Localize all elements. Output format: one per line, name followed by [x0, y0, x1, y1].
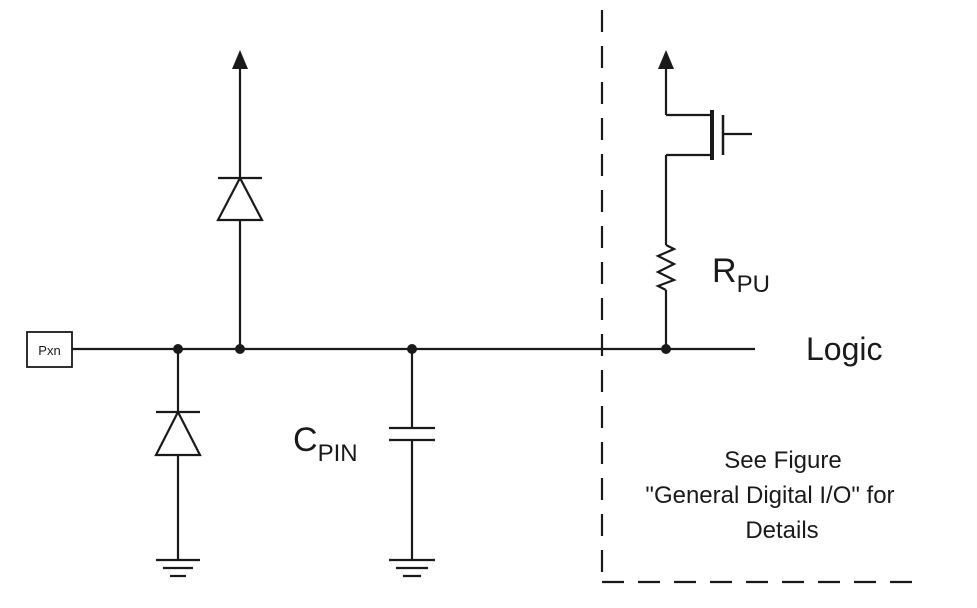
see-figure-note: See Figure "General Digital I/O" for Det… [645, 447, 894, 544]
supply-arrow-icon [658, 50, 674, 69]
note-line: See Figure [724, 447, 841, 474]
lower-protection-diode [154, 349, 202, 560]
pin-label: Pxn [38, 343, 60, 358]
resistor-label: RPU [712, 252, 770, 298]
logic-boundary [600, 10, 925, 584]
pin-pxn: Pxn [26, 331, 73, 368]
pull-up-resistor [655, 155, 677, 349]
pin-capacitor [389, 349, 435, 560]
note-line: "General Digital I/O" for [645, 482, 894, 509]
logic-label: Logic [806, 331, 883, 367]
capacitor-label: CPIN [293, 421, 358, 467]
supply-arrow-icon [232, 50, 248, 69]
upper-protection-diode [216, 68, 264, 349]
ground-icon [389, 558, 435, 578]
ground-icon [156, 558, 200, 578]
note-line: Details [745, 517, 818, 544]
pull-up-transistor [664, 68, 752, 160]
